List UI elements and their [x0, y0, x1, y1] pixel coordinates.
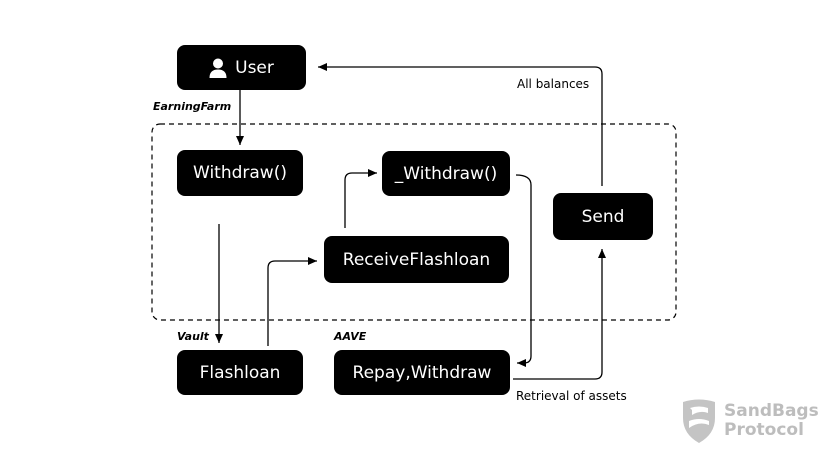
shield-logo-icon [683, 399, 715, 443]
send-node: Send [553, 193, 653, 240]
flashloan-node-label: Flashloan [199, 362, 281, 383]
aave-group-label: AAVE [334, 330, 367, 343]
edge-send-to-user [318, 63, 603, 186]
receiveflashloan-node: ReceiveFlashloan [324, 236, 509, 283]
edge-receiveflashloan-to-internal-withdraw [344, 169, 377, 228]
repay-withdraw-node: Repay,Withdraw [334, 350, 510, 395]
receiveflashloan-node-label: ReceiveFlashloan [342, 249, 491, 270]
retrieval-of-assets-label: Retrieval of assets [516, 389, 627, 403]
sandbags-watermark: SandBags Protocol [680, 398, 819, 444]
earningfarm-group-label: EarningFarm [153, 100, 232, 113]
user-icon [209, 58, 227, 78]
vault-group-label: Vault [177, 330, 209, 343]
user-node: User [177, 45, 306, 90]
all-balances-label: All balances [517, 77, 590, 91]
edge-internal-withdraw-to-repay [515, 174, 532, 367]
watermark-line-2: Protocol [724, 420, 804, 440]
watermark-text: SandBags Protocol [724, 402, 819, 440]
internal-withdraw-node-label: _Withdraw() [394, 163, 498, 184]
flashloan-node: Flashloan [177, 350, 303, 395]
edge-flashloan-to-receiveflashloan [267, 257, 317, 346]
internal-withdraw-node: _Withdraw() [382, 151, 510, 196]
watermark-line-1: SandBags [724, 401, 819, 421]
earningfarm-group-box [151, 123, 677, 321]
send-node-label: Send [581, 206, 625, 227]
withdraw-node-label: Withdraw() [193, 163, 287, 183]
repay-withdraw-node-label: Repay,Withdraw [352, 362, 492, 383]
withdraw-node: Withdraw() [177, 150, 303, 196]
edge-repay-to-send [513, 249, 606, 380]
user-node-label: User [235, 57, 274, 78]
